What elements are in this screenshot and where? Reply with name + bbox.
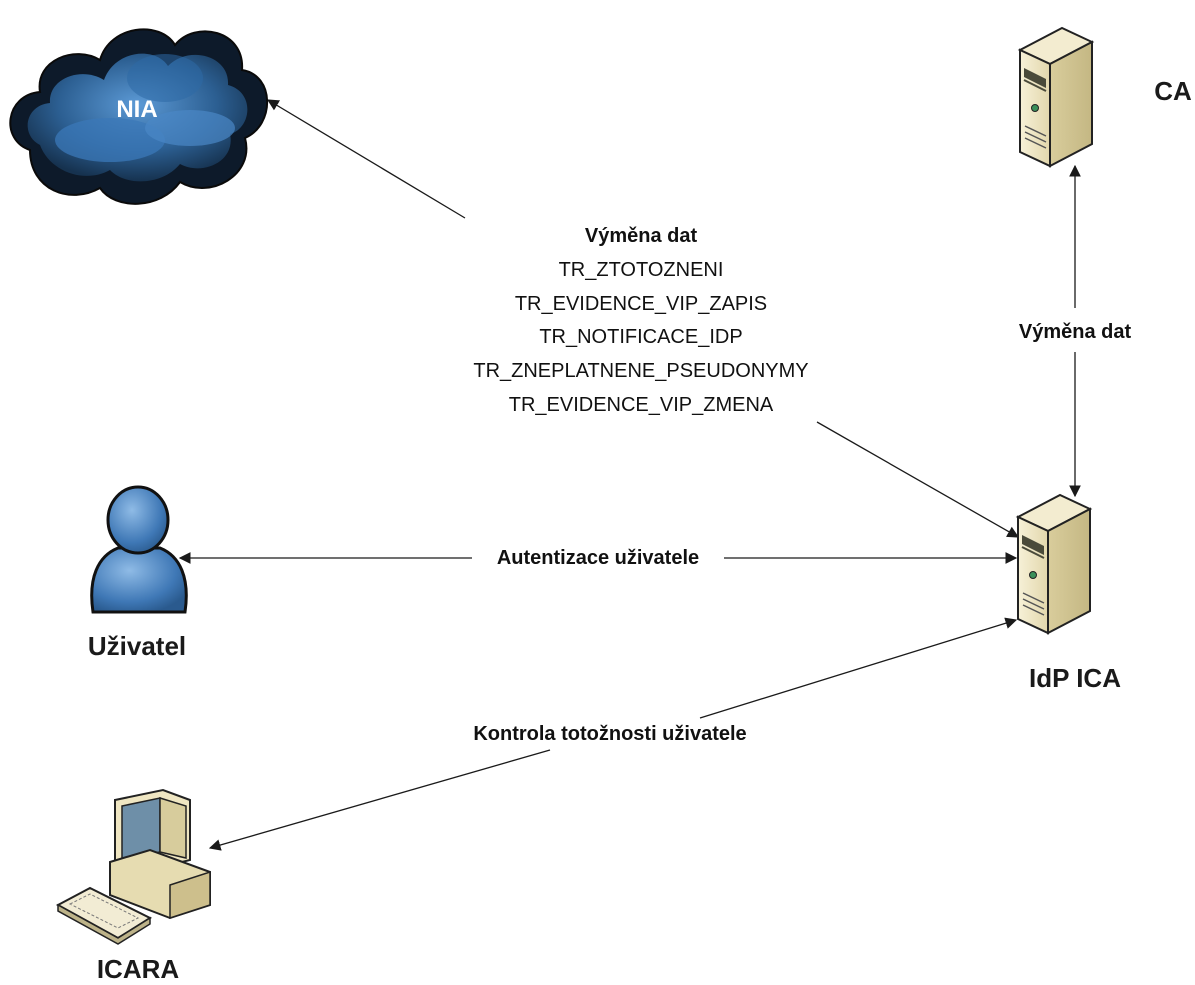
user-icon bbox=[90, 485, 188, 614]
edge-label-line: Výměna dat bbox=[585, 225, 698, 247]
edge-nia-idp-lower bbox=[816, 421, 1020, 538]
node-label-nia: NIA bbox=[116, 96, 157, 123]
edge-label-ca-idp: Výměna dat bbox=[1019, 321, 1132, 343]
node-label-idp: IdP ICA bbox=[1029, 663, 1121, 693]
edge-label-line: TR_EVIDENCE_VIP_ZAPIS bbox=[515, 293, 767, 315]
edge-icara-idp-lower bbox=[208, 749, 551, 851]
node-label-ca: CA bbox=[1154, 76, 1192, 106]
edge-label-line: TR_NOTIFICACE_IDP bbox=[539, 326, 742, 348]
edge-nia-idp-upper bbox=[266, 99, 466, 219]
cloud-icon: NIA bbox=[9, 28, 269, 205]
edge-icara-idp-upper bbox=[699, 617, 1018, 719]
computer-icon bbox=[55, 788, 211, 945]
edge-label-nia-idp: Výměna dat TR_ZTOTOZNENI TR_EVIDENCE_VIP… bbox=[473, 225, 808, 416]
server-icon bbox=[1019, 27, 1093, 167]
node-label-icara: ICARA bbox=[97, 954, 180, 984]
node-label-user: Uživatel bbox=[88, 631, 186, 661]
edge-label-user-idp: Autentizace uživatele bbox=[497, 547, 699, 569]
edge-label-line: TR_ZTOTOZNENI bbox=[559, 259, 724, 281]
server-icon bbox=[1017, 494, 1091, 634]
edge-label-line: TR_ZNEPLATNENE_PSEUDONYMY bbox=[473, 360, 808, 382]
edge-label-icara-idp: Kontrola totožnosti uživatele bbox=[473, 723, 746, 745]
edge-label-line: TR_EVIDENCE_VIP_ZMENA bbox=[509, 394, 774, 416]
